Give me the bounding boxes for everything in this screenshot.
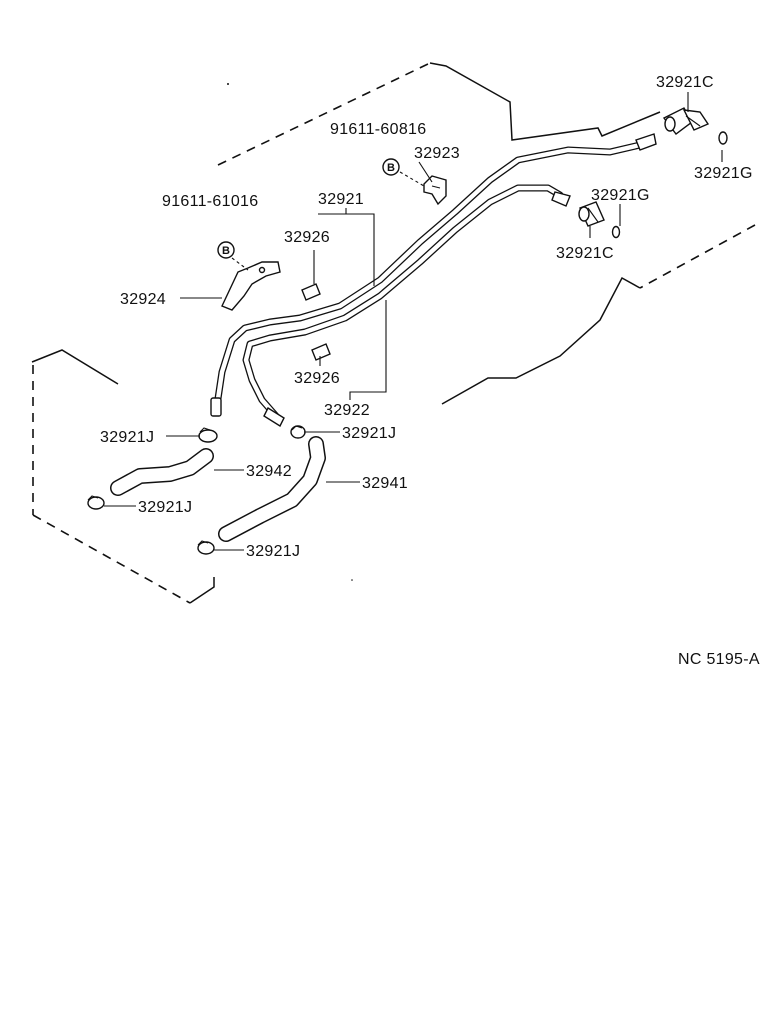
hose-clamp-32921j-b	[290, 425, 306, 439]
body-outline-upper	[217, 62, 756, 405]
label-32921c-mid: 32921C	[556, 245, 614, 262]
o-ring-32921g-right	[718, 131, 728, 145]
fuel-pipe-32922	[242, 184, 564, 420]
label-32923: 32923	[414, 145, 460, 162]
pipe-end-top	[635, 133, 657, 151]
hose-32942	[110, 448, 214, 496]
bolt-marker-b-text: B	[222, 245, 230, 257]
grommet-32926-bottom	[311, 343, 331, 361]
label-32924: 32924	[120, 291, 166, 308]
label-32921j-d: 32921J	[246, 543, 300, 560]
body-outline-left	[31, 349, 215, 604]
hose-clamp-32921j-a	[198, 427, 218, 443]
clamp-32923	[423, 175, 447, 206]
union-fitting-32921c-mid	[578, 201, 605, 227]
pipe-end-mid	[551, 191, 571, 207]
pipe-end-right	[263, 406, 285, 428]
hose-clamp-32921j-d	[197, 540, 215, 555]
reference-code: NC 5195-A	[678, 651, 760, 668]
label-32926-bottom: 32926	[294, 370, 340, 387]
grommet-32926-top	[301, 283, 321, 301]
label-32942: 32942	[246, 463, 292, 480]
hose-32941	[218, 436, 326, 542]
pipe-end-fittings	[210, 133, 657, 428]
label-32921j-a: 32921J	[100, 429, 154, 446]
fuel-pipe-32921	[212, 141, 644, 416]
label-bolt-91611-60816: 91611-60816	[330, 121, 426, 138]
label-32941: 32941	[362, 475, 408, 492]
union-fitting-32921c-top	[662, 107, 710, 135]
label-32922: 32922	[324, 402, 370, 419]
label-bolt-91611-61016: 91611-61016	[162, 193, 258, 210]
label-32921j-c: 32921J	[138, 499, 192, 516]
label-32921g-mid: 32921G	[591, 187, 650, 204]
label-32921: 32921	[318, 191, 364, 208]
label-32926-top: 32926	[284, 229, 330, 246]
hose-clamp-32921j-c	[87, 495, 105, 510]
bolt-marker-a: B	[382, 158, 425, 187]
pipe-end-left	[210, 397, 222, 417]
part-labels: 32921C 32921G 91611-60816 32923 32921G 3…	[100, 74, 760, 668]
bolt-marker-a-text: B	[387, 162, 395, 174]
bracket-32924	[221, 261, 281, 311]
o-ring-32921g-mid	[611, 225, 621, 239]
bolt-marker-b: B	[217, 241, 249, 271]
leader-lines	[104, 92, 723, 551]
label-32921c-top: 32921C	[656, 74, 714, 91]
scan-marks	[227, 83, 353, 581]
label-32921g-right: 32921G	[694, 165, 753, 182]
label-32921j-b: 32921J	[342, 425, 396, 442]
